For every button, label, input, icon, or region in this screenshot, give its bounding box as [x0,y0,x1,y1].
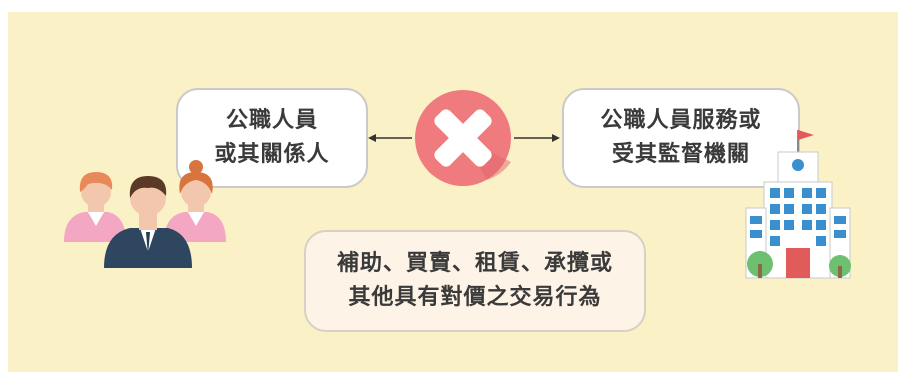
agency-line-1: 公職人員服務或 [600,108,762,133]
people-icon [64,160,226,268]
transaction-line-1: 補助、買賣、租賃、承攬或 [336,251,613,276]
transaction-line-2: 其他具有對價之交易行為 [348,285,602,310]
diagram-graphics [64,90,851,279]
transaction-box: 補助、買賣、租賃、承攬或 其他具有對價之交易行為 [304,230,646,332]
arrow-right-icon [514,134,560,142]
cross-icon [415,90,511,186]
agency-line-2: 受其監督機關 [611,142,750,167]
public-official-box: 公職人員 或其關係人 [176,88,368,188]
public-official-line-2: 或其關係人 [214,142,330,167]
diagram-canvas: 公職人員 或其關係人 公職人員服務或 受其監督機關 補助、買賣、租賃、承攬或 其… [8,12,898,372]
arrow-left-icon [368,134,412,142]
building-icon [745,130,851,279]
public-official-line-1: 公職人員 [225,108,318,133]
